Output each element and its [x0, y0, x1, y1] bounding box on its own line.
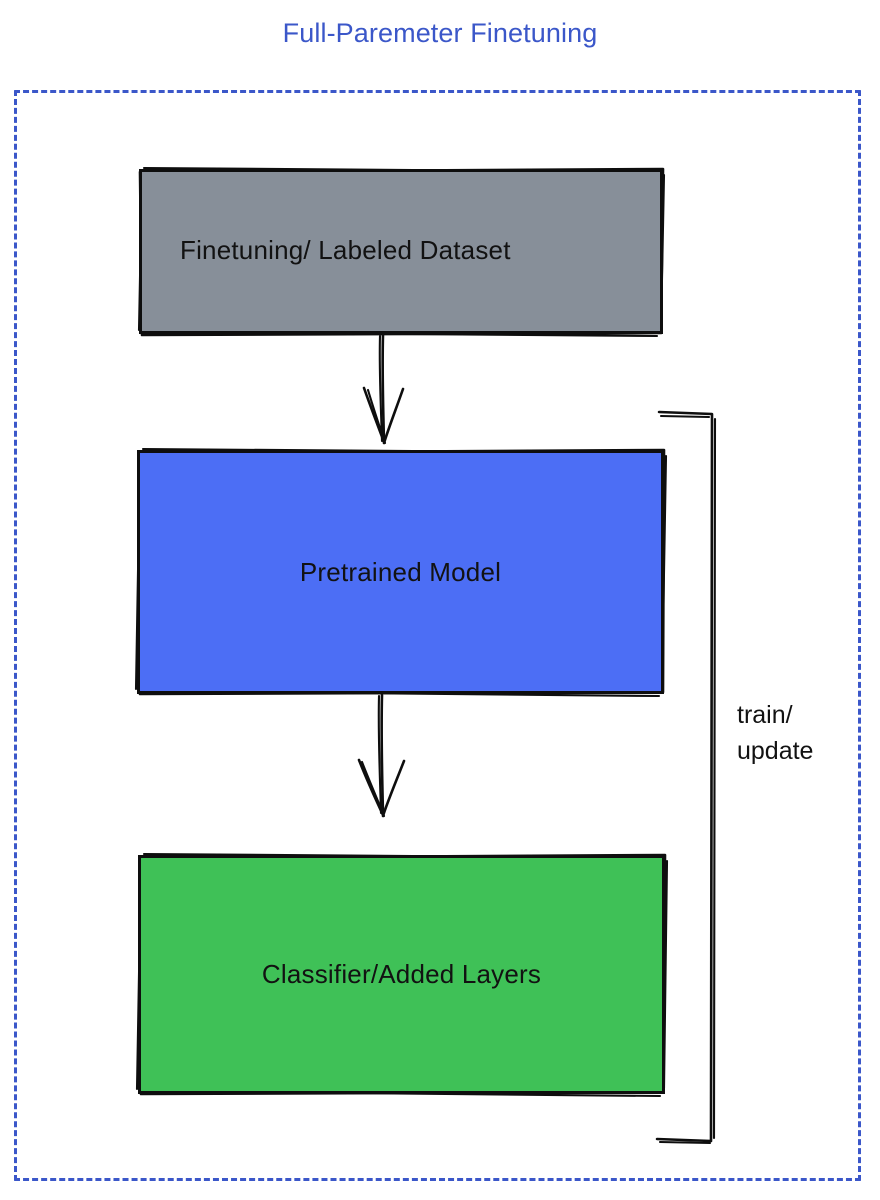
node-classifier[interactable]: Classifier/Added Layers	[138, 855, 665, 1094]
node-dataset[interactable]: Finetuning/ Labeled Dataset	[139, 169, 663, 334]
edge-label-train-update: train/ update	[737, 701, 814, 766]
node-pretrained-label: Pretrained Model	[299, 556, 502, 587]
node-classifier-label: Classifier/Added Layers	[261, 959, 542, 990]
node-pretrained[interactable]: Pretrained Model	[137, 450, 664, 694]
diagram-dashed-frame	[14, 90, 861, 1181]
page-title: Full-Paremeter Finetuning	[282, 18, 598, 48]
node-dataset-label: Finetuning/ Labeled Dataset	[180, 235, 511, 266]
